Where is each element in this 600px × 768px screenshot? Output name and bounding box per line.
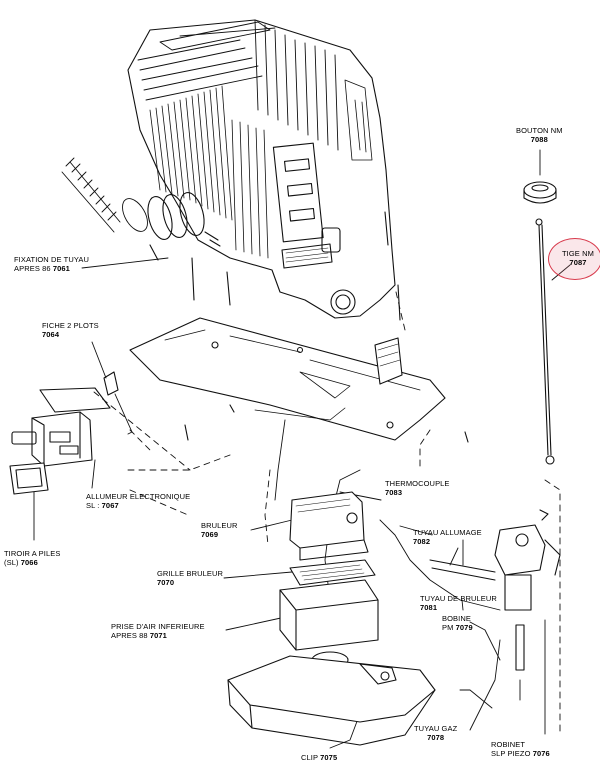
plate-screws	[184, 404, 469, 443]
grille-bruleur-part	[289, 559, 376, 586]
bouton-nm-part	[523, 181, 557, 204]
hose-clamp-rings	[147, 192, 221, 247]
fiche-2-plots-part	[103, 371, 119, 396]
part-label-robinet: ROBINET SLP PIEZO 7076	[491, 740, 550, 758]
dashed-connection-lines	[93, 291, 561, 736]
part-label-bruleur: BRULEUR 7069	[201, 521, 238, 539]
part-label-tiroir-a-piles: TIROIR A PILES (SL) 7066	[4, 549, 61, 567]
tuyau-allumage-line	[379, 519, 501, 611]
base-plate	[129, 317, 446, 441]
robinet-part	[494, 509, 561, 611]
tiroir-a-piles-part	[9, 462, 49, 495]
bottom-tray-part	[227, 655, 436, 746]
bobine-part	[515, 624, 525, 671]
part-label-tuyau-de-bruleur: TUYAU DE BRULEUR 7081	[420, 594, 497, 612]
tuyau-gaz-line	[469, 639, 521, 731]
part-label-bouton-nm: BOUTON NM 7088	[516, 126, 563, 144]
part-label-allumeur-electronique: ALLUMEUR ELECTRONIQUE SL : 7067	[86, 492, 191, 510]
tige-nm-part	[535, 218, 555, 465]
allumeur-part	[11, 387, 111, 467]
part-label-tuyau-gaz: TUYAU GAZ 7078	[414, 724, 458, 742]
part-label-tuyau-allumage: TUYAU ALLUMAGE 7082	[413, 528, 482, 546]
part-label-clip: CLIP 7075	[301, 753, 338, 762]
part-label-bobine: BOBINE PM 7079	[442, 614, 473, 632]
part-label-fiche-2-plots: FICHE 2 PLOTS 7064	[42, 321, 99, 339]
bruleur-part	[289, 491, 369, 561]
clip-part	[359, 663, 397, 685]
part-label-tige-nm: TIGE NM 7087	[562, 249, 594, 267]
part-label-fixation-de-tuyau: FIXATION DE TUYAU APRES 86 7061	[14, 255, 90, 273]
prise-d-air-part	[279, 579, 379, 669]
thermocouple-probe	[274, 419, 286, 501]
heater-body-casting	[127, 19, 396, 319]
tuyau-de-bruleur-line	[429, 559, 496, 581]
leader-lines	[33, 149, 571, 749]
tige-nm-highlight	[548, 238, 600, 280]
part-label-prise-d-air-inferieure: PRISE D'AIR INFERIEURE APRES 88 7071	[111, 622, 205, 640]
part-label-grille-bruleur: GRILLE BRULEUR 7070	[157, 569, 224, 587]
part-label-thermocouple: THERMOCOUPLE 7083	[385, 479, 450, 497]
fixing-screws	[149, 211, 401, 321]
flexible-hose	[61, 157, 148, 233]
